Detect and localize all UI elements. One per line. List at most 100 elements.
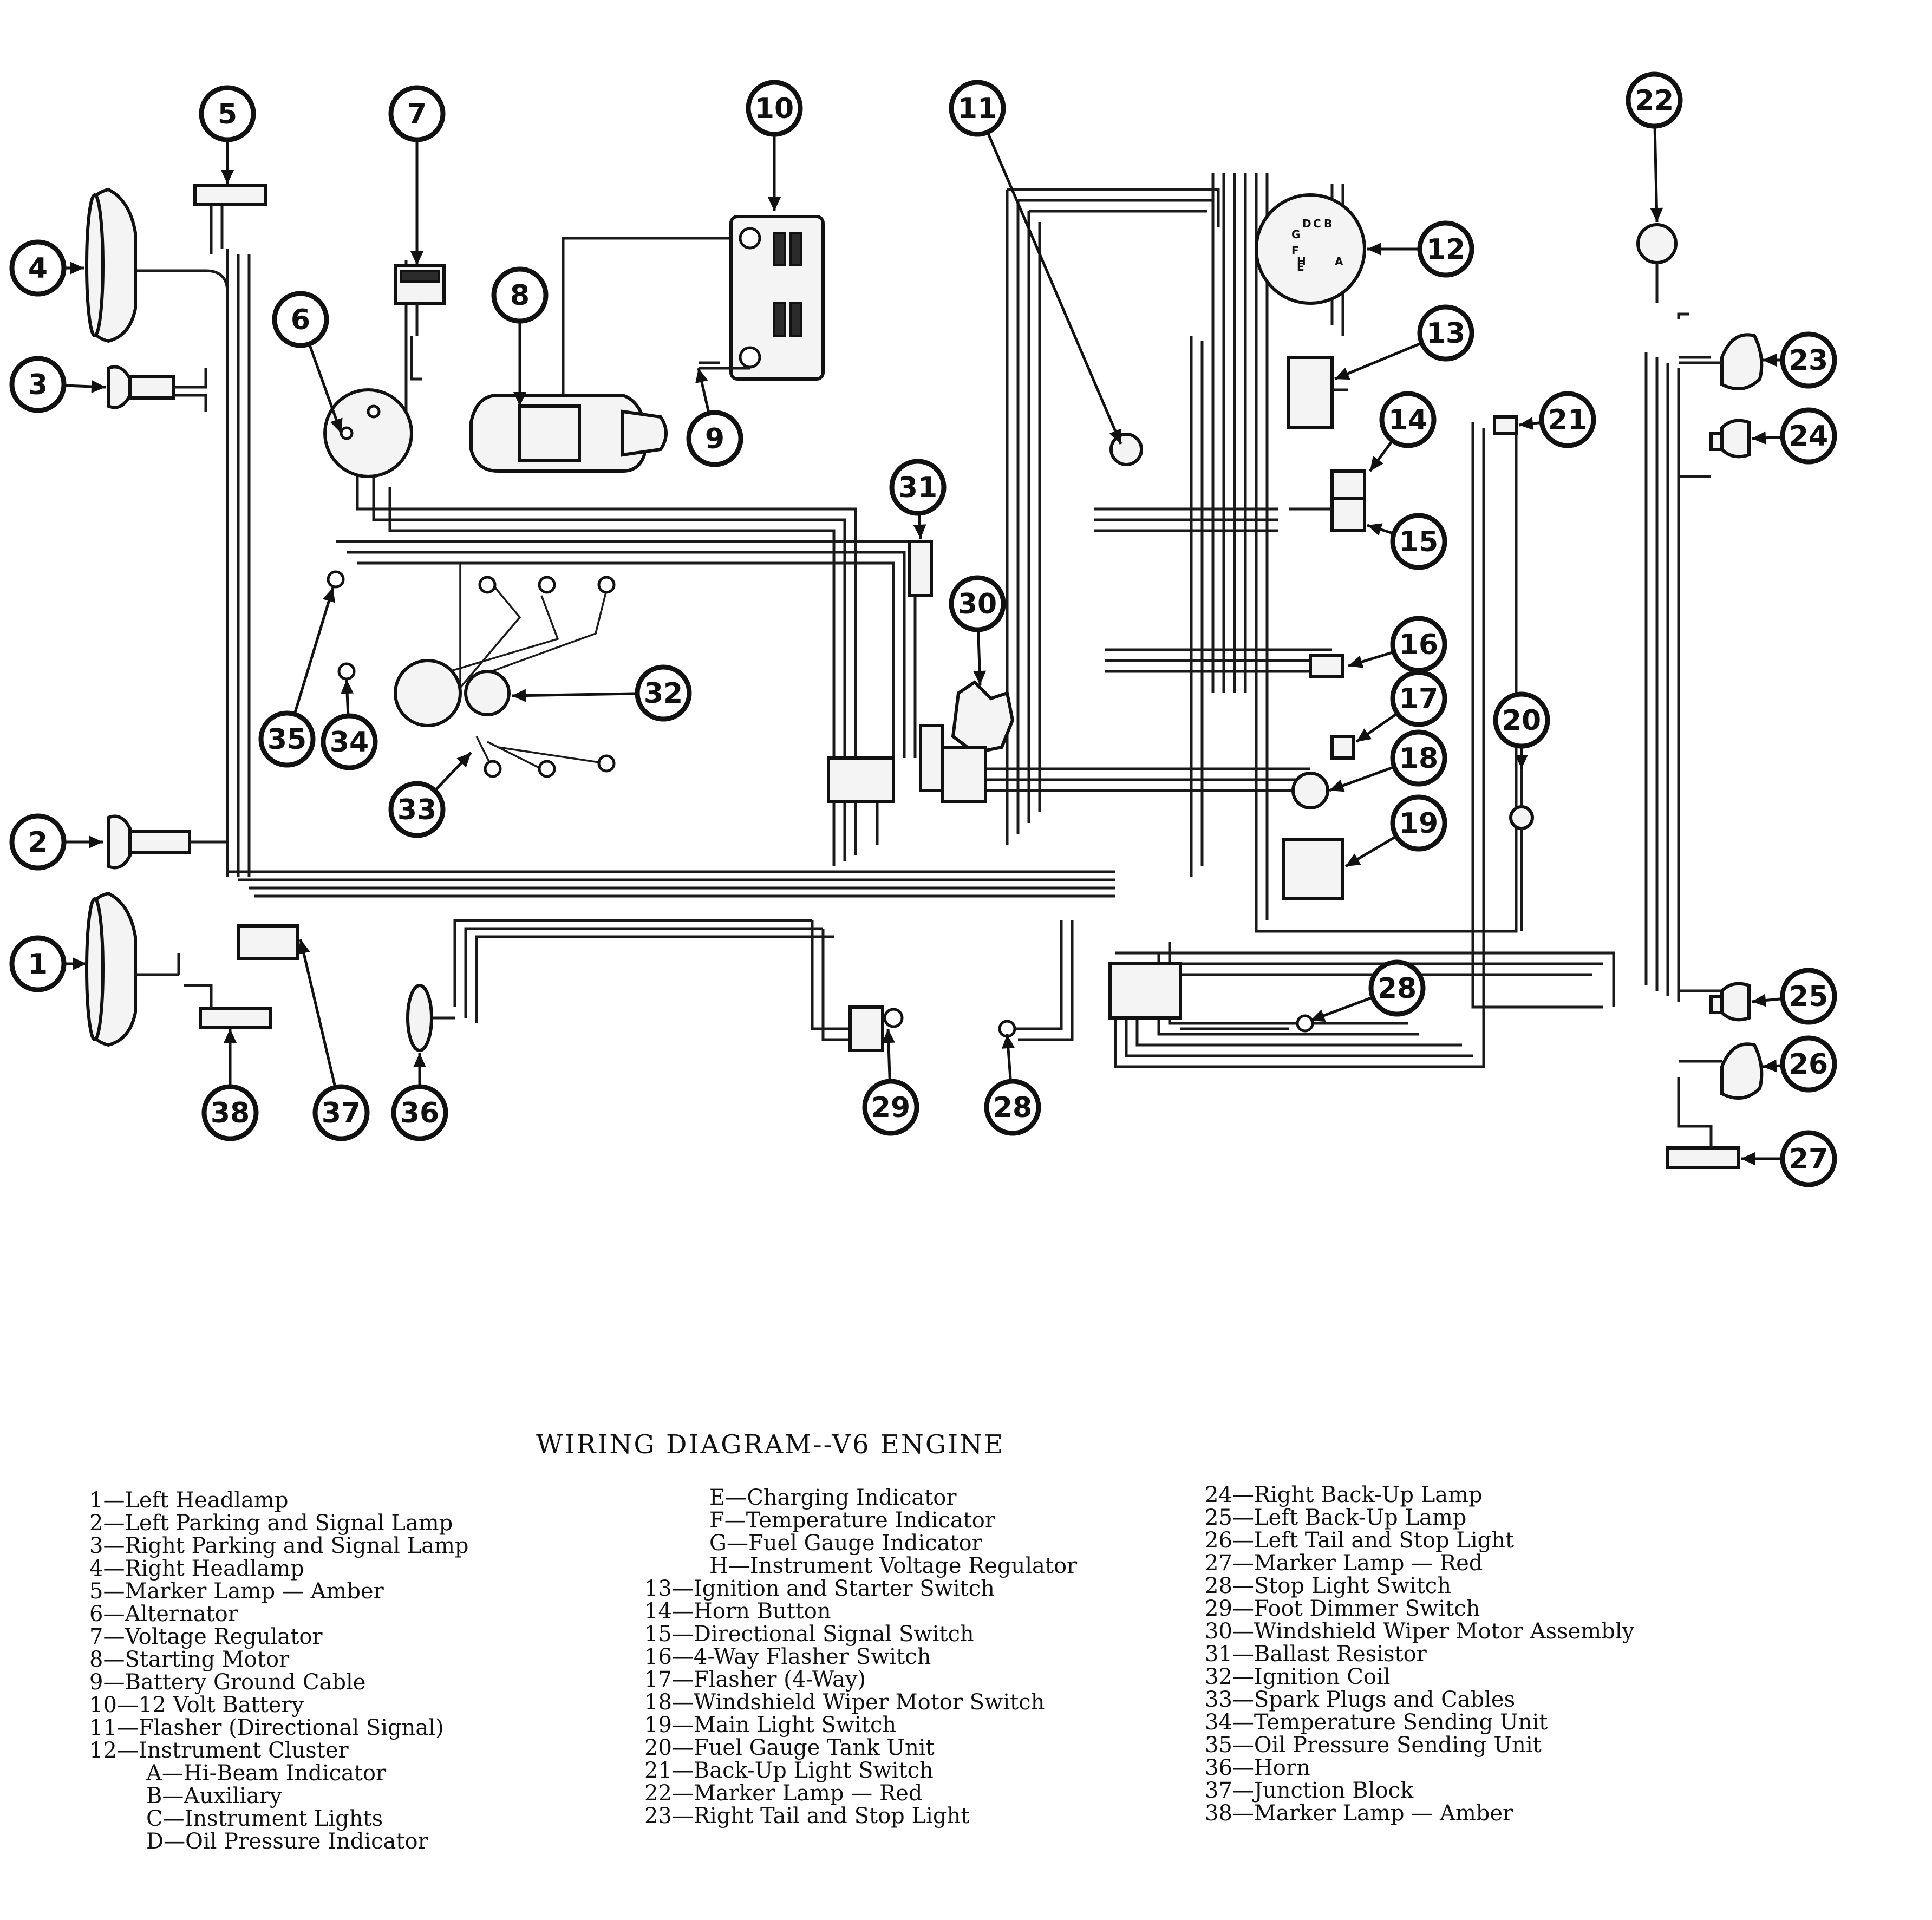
callout-arrow bbox=[1335, 367, 1350, 380]
callout-number: 34 bbox=[330, 726, 369, 759]
callout-arrow bbox=[1515, 755, 1528, 769]
legend-item: 26—Left Tail and Stop Light bbox=[1205, 1528, 1515, 1553]
callout-arrow bbox=[1519, 417, 1534, 430]
callout-leader bbox=[1653, 126, 1659, 223]
callout-number: 36 bbox=[400, 1097, 439, 1129]
callout-circle bbox=[1390, 670, 1447, 727]
legend-item: 36—Horn bbox=[1205, 1755, 1310, 1780]
callout-number: 33 bbox=[397, 794, 436, 826]
callout-leader bbox=[986, 132, 1122, 445]
distributor bbox=[394, 576, 616, 778]
callout-number: 23 bbox=[1789, 344, 1828, 377]
callout-7: 7 bbox=[388, 85, 446, 265]
marker-lamp-amber-top bbox=[193, 184, 267, 206]
callout-6: 6 bbox=[272, 291, 343, 434]
flasher-four-way bbox=[1330, 735, 1355, 760]
callout-circle bbox=[9, 813, 67, 871]
callout-arrow bbox=[1650, 207, 1663, 222]
callout-38: 38 bbox=[201, 1029, 259, 1141]
legend-item: 2—Left Parking and Signal Lamp bbox=[89, 1511, 453, 1536]
callout-28: 28 bbox=[984, 1034, 1041, 1136]
callout-number: 15 bbox=[1399, 526, 1438, 558]
temperature-sender bbox=[337, 662, 356, 681]
callout-circle bbox=[949, 80, 1006, 137]
harness-junction bbox=[1108, 962, 1182, 1020]
callout-27: 27 bbox=[1741, 1130, 1837, 1187]
callout-number: 9 bbox=[705, 423, 724, 455]
callout-number: 7 bbox=[407, 98, 427, 130]
diagram-title: WIRING DIAGRAM--V6 ENGINE bbox=[536, 1429, 1005, 1460]
callout-number: 21 bbox=[1548, 404, 1587, 436]
callout-arrow bbox=[1346, 853, 1361, 866]
callout-circle bbox=[635, 664, 692, 722]
callout-leader bbox=[299, 939, 337, 1088]
callout-circle bbox=[889, 459, 947, 516]
wiper-switch bbox=[1291, 772, 1329, 809]
callout-arrow bbox=[224, 1029, 237, 1043]
legend-item: 7—Voltage Regulator bbox=[89, 1624, 323, 1649]
tail-lamp-left bbox=[1679, 1042, 1764, 1100]
foot-dimmer-switch bbox=[848, 1005, 904, 1052]
legend-subitem: A—Hi-Beam Indicator bbox=[146, 1761, 387, 1786]
callout-circle bbox=[321, 713, 378, 770]
callout-arrow bbox=[1001, 1034, 1015, 1049]
callout-30: 30 bbox=[949, 575, 1006, 685]
callout-14: 14 bbox=[1368, 391, 1437, 472]
callout-arrow bbox=[768, 197, 781, 211]
callout-number: 14 bbox=[1388, 404, 1427, 436]
parking-lamp-right bbox=[107, 365, 207, 412]
callout-circle bbox=[201, 1084, 259, 1141]
legend-item: 20—Fuel Gauge Tank Unit bbox=[644, 1735, 935, 1760]
legend-subitem: C—Instrument Lights bbox=[146, 1806, 383, 1831]
headlamp-right bbox=[85, 187, 137, 343]
callout-arrow bbox=[70, 262, 84, 275]
directional-switch bbox=[1289, 469, 1366, 532]
callout-leader bbox=[1334, 342, 1422, 381]
legend-item: 10—12 Volt Battery bbox=[89, 1693, 304, 1717]
callout-34: 34 bbox=[321, 679, 378, 770]
callout-circle bbox=[388, 85, 446, 142]
oil-pressure-sender bbox=[327, 570, 345, 589]
callout-arrow bbox=[413, 1053, 426, 1067]
callout-arrow bbox=[1367, 523, 1383, 536]
callout-37: 37 bbox=[297, 939, 370, 1141]
legend-item: 33—Spark Plugs and Cables bbox=[1205, 1687, 1516, 1712]
callout-number: 11 bbox=[958, 93, 997, 125]
callout-13: 13 bbox=[1334, 304, 1474, 381]
callout-circle bbox=[1780, 968, 1837, 1025]
callout-29: 29 bbox=[862, 1028, 919, 1136]
callout-number: 37 bbox=[322, 1097, 361, 1129]
wiring-diagram: 1234567891011121314151617181920212223242… bbox=[9, 71, 1837, 1187]
callout-circle bbox=[746, 80, 803, 137]
callout-20: 20 bbox=[1493, 691, 1550, 769]
callout-circle bbox=[1626, 71, 1683, 129]
callout-circle bbox=[9, 935, 67, 992]
legend-item: 38—Marker Lamp — Amber bbox=[1205, 1801, 1513, 1826]
callout-arrow bbox=[1370, 455, 1384, 471]
legend-item: 4—Right Headlamp bbox=[89, 1556, 304, 1581]
callout-24: 24 bbox=[1751, 407, 1837, 465]
legend-subitem: G—Fuel Gauge Indicator bbox=[709, 1531, 982, 1556]
callout-arrow bbox=[297, 939, 310, 955]
backup-light-switch bbox=[1493, 415, 1518, 435]
wiper-motor bbox=[919, 680, 1015, 803]
marker-lamp-amber-bottom bbox=[184, 984, 272, 1029]
backup-lamp-left bbox=[1709, 982, 1751, 1022]
callout-number: 22 bbox=[1635, 84, 1674, 117]
callout-number: 6 bbox=[291, 304, 310, 336]
legend-subitem: B—Auxiliary bbox=[146, 1784, 282, 1808]
legend-item: 25—Left Back-Up Lamp bbox=[1205, 1505, 1467, 1530]
callout-9: 9 bbox=[686, 368, 743, 467]
legend-item: 22—Marker Lamp — Red bbox=[644, 1781, 923, 1806]
legend-column-3: 24—Right Back-Up Lamp 25—Left Back-Up La… bbox=[1205, 1484, 1634, 1825]
tail-lamp-right bbox=[1679, 333, 1764, 390]
ignition-switch bbox=[1287, 356, 1348, 429]
callout-number: 24 bbox=[1789, 420, 1828, 453]
voltage-regulator bbox=[394, 264, 446, 381]
callout-arrow bbox=[456, 753, 471, 768]
callout-leader bbox=[511, 692, 638, 697]
callout-circle bbox=[862, 1079, 919, 1136]
callout-16: 16 bbox=[1348, 616, 1447, 673]
legend-item: 8—Starting Motor bbox=[89, 1647, 290, 1672]
